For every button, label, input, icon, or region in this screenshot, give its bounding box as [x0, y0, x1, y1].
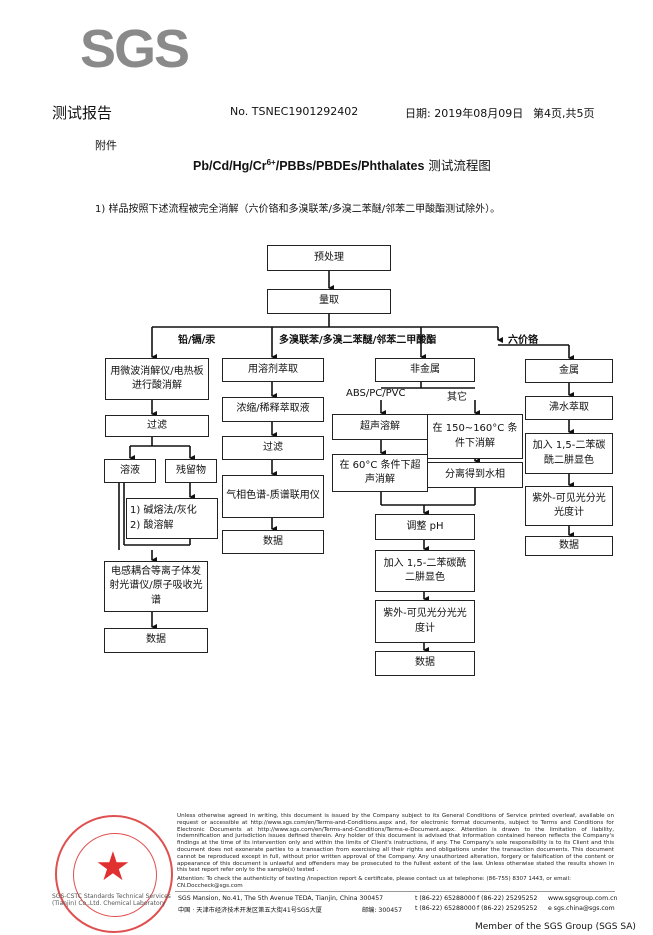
sgs-logo: SGS	[80, 19, 190, 79]
branch-cr-label: 六价铬	[508, 335, 538, 346]
authenticity-notice: Attention: To check the authenticity of …	[177, 876, 572, 889]
address-en-tel: t (86-22) 65288000	[415, 895, 476, 902]
c1-filter-box: 过滤	[105, 415, 209, 437]
footer-divider	[175, 891, 615, 892]
company-stamp: ★	[55, 815, 173, 933]
title-rest: /PBBs/PBDEs/Phthalates	[275, 159, 425, 173]
address-cn-fax: f (86-22) 25295252	[477, 905, 538, 912]
stamp-star-icon: ★	[95, 844, 131, 890]
address-cn: 中国 · 天津市经济技术开发区第五大街41号SGS大厦	[178, 907, 322, 914]
ultrasonic-60-box: 在 60°C 条件下超声消解	[332, 454, 428, 492]
flowchart-title: Pb/Cd/Hg/Cr6+/PBBs/PBDEs/Phthalates 测试流程…	[193, 155, 491, 174]
address-cn-zip: 邮编: 300457	[362, 907, 403, 914]
c3-add-reagent-box: 加入 1,5-二苯碳酰二肼显色	[375, 550, 475, 592]
stamp-inner-ring	[73, 833, 157, 917]
annex-label: 附件	[95, 139, 117, 152]
page-number: 第4页,共5页	[533, 107, 595, 120]
c4-add-reagent-box: 加入 1,5-二苯碳酰二肼显色	[525, 433, 613, 474]
solution-box: 溶液	[104, 459, 156, 483]
residue-treatment-box: 1) 碱熔法/灰化 2) 酸溶解	[126, 498, 218, 539]
concentrate-box: 浓缩/稀释萃取液	[222, 397, 324, 422]
acid-digestion-box: 用微波消解仪/电热板进行酸消解	[105, 358, 209, 400]
branch-metal-label: 铅/镉/汞	[178, 335, 216, 346]
weigh-box: 量取	[267, 289, 391, 314]
pretreatment-box: 预处理	[267, 245, 391, 271]
address-cn-tel: t (86-22) 65288000	[415, 905, 476, 912]
abs-pc-pvc-label: ABS/PC/PVC	[346, 388, 406, 399]
gcms-box: 气相色谱-质谱联用仪	[222, 475, 324, 518]
c4-data-box: 数据	[525, 536, 613, 556]
separate-aqueous-box: 分离得到水相	[427, 462, 523, 488]
adjust-ph-box: 调整 pH	[375, 514, 475, 540]
metal-box: 金属	[525, 359, 613, 383]
c3-data-box: 数据	[375, 651, 475, 676]
branch-pbb-label: 多溴联苯/多溴二苯醚/邻苯二甲酸酯	[279, 335, 437, 346]
address-cn-email: e sgs.china@sgs.com	[548, 905, 615, 912]
c1-data-box: 数据	[104, 628, 208, 653]
title-sup: 6+	[266, 157, 276, 167]
residue-treatment-1: 1) 碱熔法/灰化	[130, 505, 197, 516]
address-en-web: www.sgsgroup.com.cn	[548, 895, 618, 902]
title-cn: 测试流程图	[424, 158, 491, 173]
other-label: 其它	[447, 392, 467, 403]
report-number: No. TSNEC1901292402	[230, 105, 359, 118]
boiling-water-box: 沸水萃取	[525, 396, 613, 420]
nonmetal-box: 非金属	[375, 358, 475, 382]
icp-box: 电感耦合等离子体发射光谱仪/原子吸收光谱	[104, 561, 208, 612]
disclaimer: Unless otherwise agreed in writing, this…	[177, 813, 614, 874]
digestion-note: 1) 样品按照下述流程被完全消解（六价铬和多溴联苯/多溴二苯醚/邻苯二甲酸酯测试…	[95, 204, 501, 215]
c2-data-box: 数据	[222, 530, 324, 554]
residue-treatment-2: 2) 酸溶解	[130, 519, 174, 531]
c3-uv-box: 紫外-可见光分光光度计	[375, 600, 475, 643]
solvent-extraction-box: 用溶剂萃取	[222, 358, 324, 382]
residue-box: 残留物	[165, 459, 217, 483]
stamp-caption: SGS-CSTC Standards Technical Services (T…	[52, 893, 171, 907]
ultrasonic-box: 超声溶解	[332, 414, 428, 440]
address-en: SGS Mansion, No.41, The 5th Avenue TEDA,…	[178, 895, 384, 902]
title-main: Pb/Cd/Hg/Cr	[193, 159, 267, 173]
report-date: 日期: 2019年08月09日	[405, 107, 524, 120]
c4-uv-box: 紫外-可见光分光光度计	[525, 486, 613, 526]
c2-filter-box: 过滤	[222, 436, 324, 460]
heat-digest-box: 在 150~160°C 条件下消解	[427, 414, 523, 459]
address-en-fax: f (86-22) 25295252	[477, 895, 538, 902]
member-of-sgs: Member of the SGS Group (SGS SA)	[475, 922, 636, 932]
report-title: 测试报告	[52, 104, 113, 122]
